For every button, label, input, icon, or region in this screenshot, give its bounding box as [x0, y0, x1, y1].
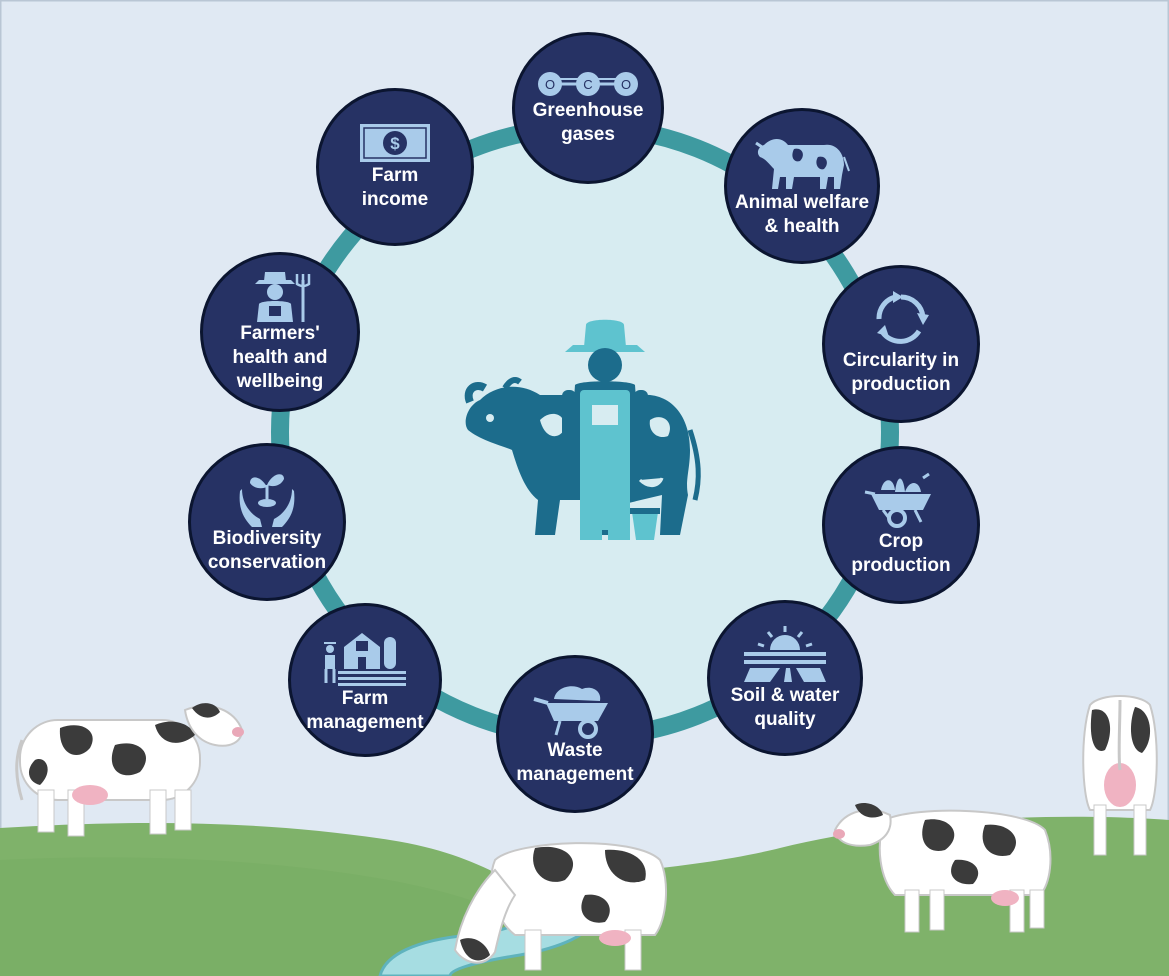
node-animal-welfare: Animal welfare & health — [724, 108, 880, 264]
node-label: Animal welfare & health — [734, 192, 870, 237]
cow-grazing-icon — [453, 842, 668, 971]
recycle-arrows-icon — [876, 291, 929, 344]
node-farmers-health: Farmers' health and wellbeing — [200, 252, 360, 412]
co2-c: C — [583, 77, 592, 92]
dollar-sign: $ — [390, 134, 400, 153]
dollar-bill-icon: $ — [360, 124, 430, 162]
node-waste-management: Waste management — [496, 655, 654, 813]
node-soil-water: Soil & water quality — [707, 600, 863, 756]
grass-shade — [0, 857, 470, 976]
wheelbarrow-crops-icon — [864, 472, 931, 528]
node-label: Greenhouse gases — [532, 100, 644, 145]
node-label: Circularity in production — [842, 350, 960, 395]
node-label: Biodiversity conservation — [207, 528, 327, 573]
node-label: Waste management — [516, 740, 634, 785]
node-label: Farm management — [306, 688, 424, 733]
node-label: Crop production — [851, 531, 951, 576]
node-label: Farmers' health and wellbeing — [232, 323, 328, 392]
cow-right-icon — [833, 803, 1052, 933]
co2-o1: O — [545, 77, 555, 92]
node-label: Soil & water quality — [730, 685, 840, 730]
farmer-with-cow-icon — [464, 319, 701, 540]
node-farm-management: Farm management — [288, 603, 442, 757]
farmer-pitchfork-icon — [255, 272, 311, 322]
cow-rear-icon — [1082, 695, 1158, 856]
node-circularity: Circularity in production — [822, 265, 980, 423]
hands-plant-icon — [239, 474, 295, 527]
node-greenhouse-gases: O C O Greenhouse gases — [512, 32, 664, 184]
cow-left-icon — [15, 703, 244, 837]
node-biodiversity: Biodiversity conservation — [188, 443, 346, 601]
wheelbarrow-waste-icon — [533, 686, 608, 739]
barn-farmer-icon — [324, 633, 406, 686]
node-farm-income: $ Farm income — [316, 88, 474, 246]
sun-field-icon — [744, 626, 826, 682]
node-label: Farm income — [361, 165, 429, 210]
node-crop-production: Crop production — [822, 446, 980, 604]
co2-molecule-icon: O C O — [538, 72, 638, 96]
co2-o2: O — [621, 77, 631, 92]
cow-icon — [755, 139, 850, 189]
